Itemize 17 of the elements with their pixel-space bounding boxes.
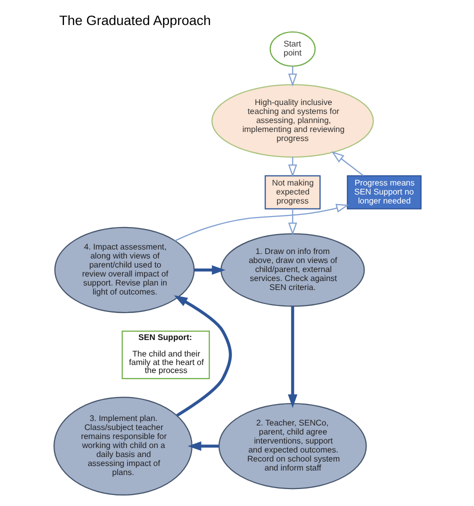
arrow <box>174 204 348 242</box>
arrow <box>287 306 297 408</box>
diagram-title: The Graduated Approach <box>58 12 210 28</box>
node-ellipse: 2. Teacher, SENCo, parent, child agree interventions, support and expected outcomes. Record on school system and inform staff <box>218 403 366 490</box>
arrow <box>330 151 364 176</box>
arrow <box>187 441 218 451</box>
node-ellipse: Start point <box>269 31 316 67</box>
node-box: Progress means SEN Support no longer needed <box>346 175 422 210</box>
node-ellipse: 1. Draw on info from above, draw on views of child/parent, external services. Check against SEN criteria. <box>220 233 364 307</box>
node-box: SEN Support: The child and their family at the heart of the process <box>121 330 210 380</box>
node-ellipse: 4. Impact assessment, along with views of parent/child used to review overall impact of support. Revise plan in light of outcomes. <box>54 226 194 314</box>
arrow <box>288 208 297 236</box>
node-ellipse: 3. Implement plan. Class/subject teacher remains responsible for working with child on a daily basis and assessing impact of plans. <box>53 396 192 496</box>
arrow <box>194 265 225 275</box>
node-box: Not making expected progress <box>264 175 320 210</box>
arrow <box>173 295 232 417</box>
node-ellipse: High-quality inclusive teaching and systems for assessing, planning, implementing and reviewing progress <box>210 84 374 158</box>
